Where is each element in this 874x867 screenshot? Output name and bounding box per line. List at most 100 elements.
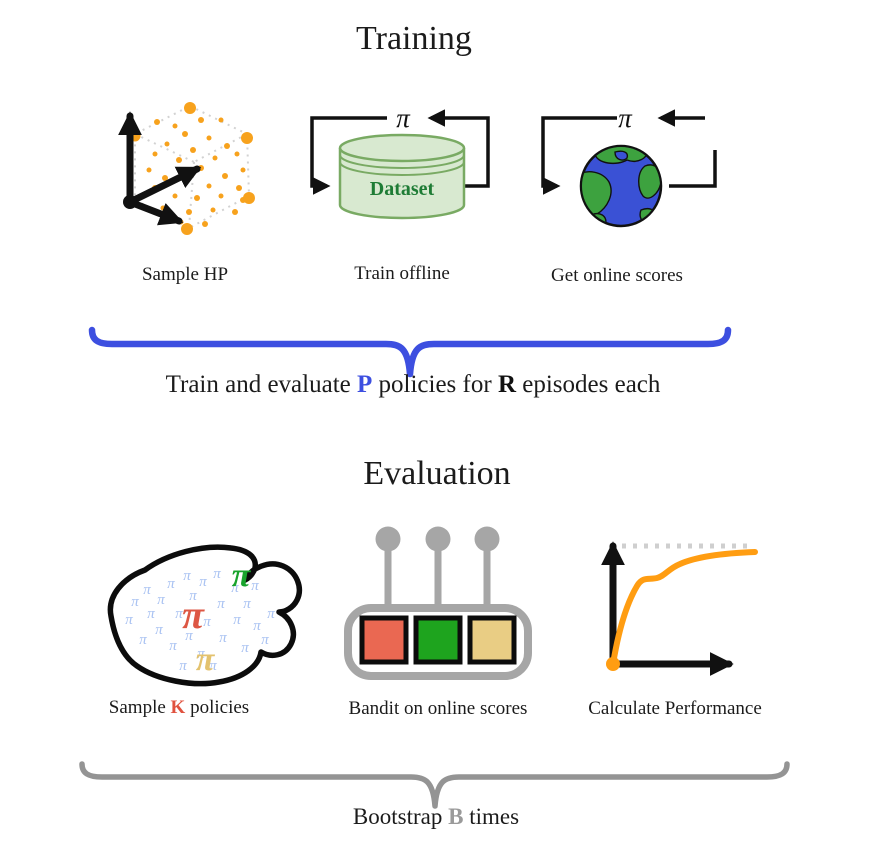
green-arm-square [413, 615, 463, 665]
hp-sample-dot [202, 221, 208, 227]
small-pi-icon: π [217, 596, 225, 612]
yellow-arm-square [467, 615, 517, 665]
small-pi-icon: π [267, 606, 275, 622]
hp-sample-dot [194, 195, 200, 201]
lever-knobs [375, 526, 500, 552]
earth-globe-icon [579, 144, 663, 228]
k-policies-count: K [170, 697, 186, 718]
caption-get-online-scores: Get online scores [551, 265, 683, 286]
hp-sample-dot [154, 119, 160, 125]
evaluation-brace-caption: Bootstrap B times [353, 804, 519, 830]
small-pi-icon: π [189, 588, 197, 604]
small-pi-icon: π [197, 646, 205, 662]
small-pi-icon: π [233, 612, 241, 628]
dataset-label: Dataset [370, 178, 435, 200]
hp-sample-dot [152, 151, 158, 157]
small-pi-icon: π [203, 614, 211, 630]
small-pi-icon: π [175, 606, 183, 622]
pi-icon: π [396, 103, 411, 133]
small-pi-icon: π [251, 578, 259, 594]
p-policies-count: P [356, 371, 373, 398]
hp-sample-dot [218, 117, 224, 123]
training-brace [88, 326, 732, 378]
small-pi-icon: π [241, 640, 249, 656]
small-pi-icon: π [167, 576, 175, 592]
hp-sample-dots [129, 102, 255, 235]
hp-sample-dot [182, 131, 188, 137]
evaluation-brace [79, 761, 790, 809]
small-pi-icon: π [261, 632, 269, 648]
dataset-cylinder-icon: Dataset [338, 133, 466, 220]
hp-sample-dot [236, 185, 242, 191]
small-pi-icon: π [213, 566, 221, 582]
small-pi-icon: π [139, 632, 147, 648]
bandit-icon [344, 526, 532, 680]
hp-sample-dot [172, 193, 178, 199]
small-pi-icon: π [209, 658, 217, 674]
policy-feedback-loop [310, 109, 490, 195]
training-caption-part2: policies for [372, 371, 498, 398]
hp-sample-dot [212, 155, 218, 161]
pi-icon: π [618, 103, 633, 133]
red-pi-icon: π [182, 592, 205, 637]
hp-sample-dot [172, 123, 178, 129]
small-pi-icon: π [183, 568, 191, 584]
performance-curve-icon [601, 541, 758, 676]
hp-sample-dot [224, 143, 230, 149]
small-pi-icon: π [125, 612, 133, 628]
small-pi-icon: π [199, 574, 207, 590]
hp-sample-dot [210, 207, 216, 213]
hp-sample-dot [186, 209, 192, 215]
training-caption-part1: Train and evaluate [165, 371, 357, 398]
small-pi-icon: π [143, 582, 151, 598]
hp-sample-dot [198, 117, 204, 123]
small-pi-icon: π [243, 596, 251, 612]
dataset-loop-icon: π Dataset [310, 103, 490, 220]
bootstrap-part1: Bootstrap [352, 804, 449, 829]
hp-sample-dot [164, 141, 170, 147]
hp-sample-dot [232, 209, 238, 215]
curve-start-dot [606, 657, 620, 671]
hp-sample-dot [243, 192, 255, 204]
sample-k-part1: Sample [108, 697, 171, 718]
red-arm-square [359, 615, 409, 665]
hp-sample-dot [241, 132, 253, 144]
small-pi-icon: π [185, 628, 193, 644]
hp-sample-dot [176, 157, 182, 163]
small-pi-icon: π [155, 622, 163, 638]
training-title: Training [356, 20, 472, 57]
blob-outline [107, 544, 303, 687]
caption-bandit: Bandit on online scores [348, 698, 528, 719]
learning-curve [610, 549, 758, 667]
caption-sample-hp: Sample HP [141, 264, 229, 285]
small-pi-icon: π [147, 606, 155, 622]
plot-axes [601, 541, 734, 676]
axes-arrows-icon [118, 111, 202, 226]
hp-sample-dot [206, 183, 212, 189]
hp-sample-dot [218, 193, 224, 199]
globe-loop-icon: π [541, 103, 717, 228]
hp-sample-dot [162, 175, 168, 181]
bandit-levers [384, 548, 491, 612]
hp-sample-dot [234, 151, 240, 157]
hyperparameter-space-icon [118, 102, 255, 235]
caption-calculate-performance: Calculate Performance [588, 698, 762, 719]
hp-sample-dot [181, 223, 193, 235]
small-pi-icon: π [179, 658, 187, 674]
small-pi-icon: π [253, 618, 261, 634]
r-episodes-count: R [497, 371, 517, 398]
green-pi-icon: π [232, 557, 252, 594]
caption-train-offline: Train offline [354, 263, 450, 284]
training-caption-part3: episodes each [516, 371, 661, 398]
axes-origin-dot [123, 195, 137, 209]
hp-sample-dot [206, 135, 212, 141]
small-pi-icon: π [157, 592, 165, 608]
hp-sample-dot [240, 167, 246, 173]
hp-sample-dot [190, 147, 196, 153]
hp-sample-dot [222, 173, 228, 179]
caption-sample-k-policies: Sample K policies [109, 697, 249, 719]
small-pi-icon: π [131, 594, 139, 610]
hp-sample-dot [146, 167, 152, 173]
